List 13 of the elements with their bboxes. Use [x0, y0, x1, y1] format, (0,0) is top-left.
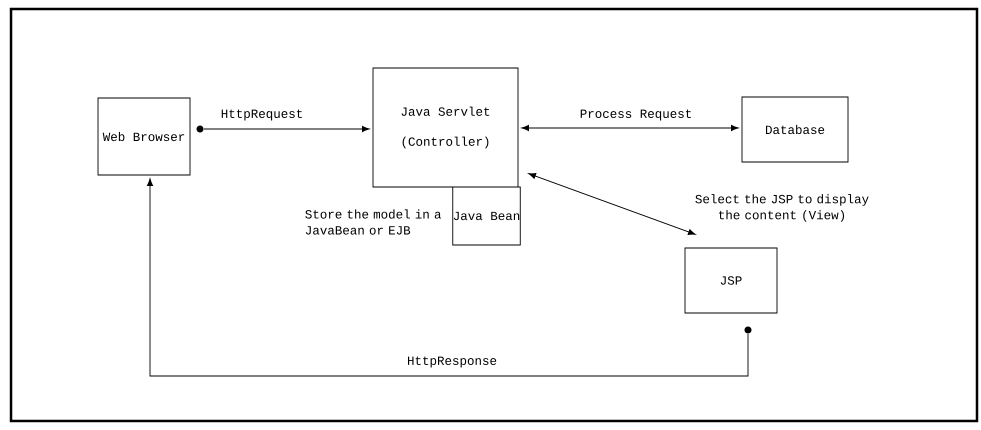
note: Store the model in a JavaBean or EJB	[305, 209, 442, 235]
process-box: Web Browser	[98, 98, 190, 176]
edge-label: Process Request	[578, 108, 694, 122]
edge-label: HttpResponse	[406, 356, 498, 368]
process-box: Database	[742, 96, 848, 162]
arrow	[204, 126, 370, 132]
edge-label: HttpRequest	[220, 108, 304, 122]
arrow	[528, 173, 696, 235]
arrow	[146, 178, 748, 376]
arrow	[521, 124, 739, 132]
process-box: Java Bean	[452, 186, 521, 246]
note: Select the JSP to display the content (View)	[695, 194, 869, 222]
process-box: JSP	[684, 248, 778, 314]
